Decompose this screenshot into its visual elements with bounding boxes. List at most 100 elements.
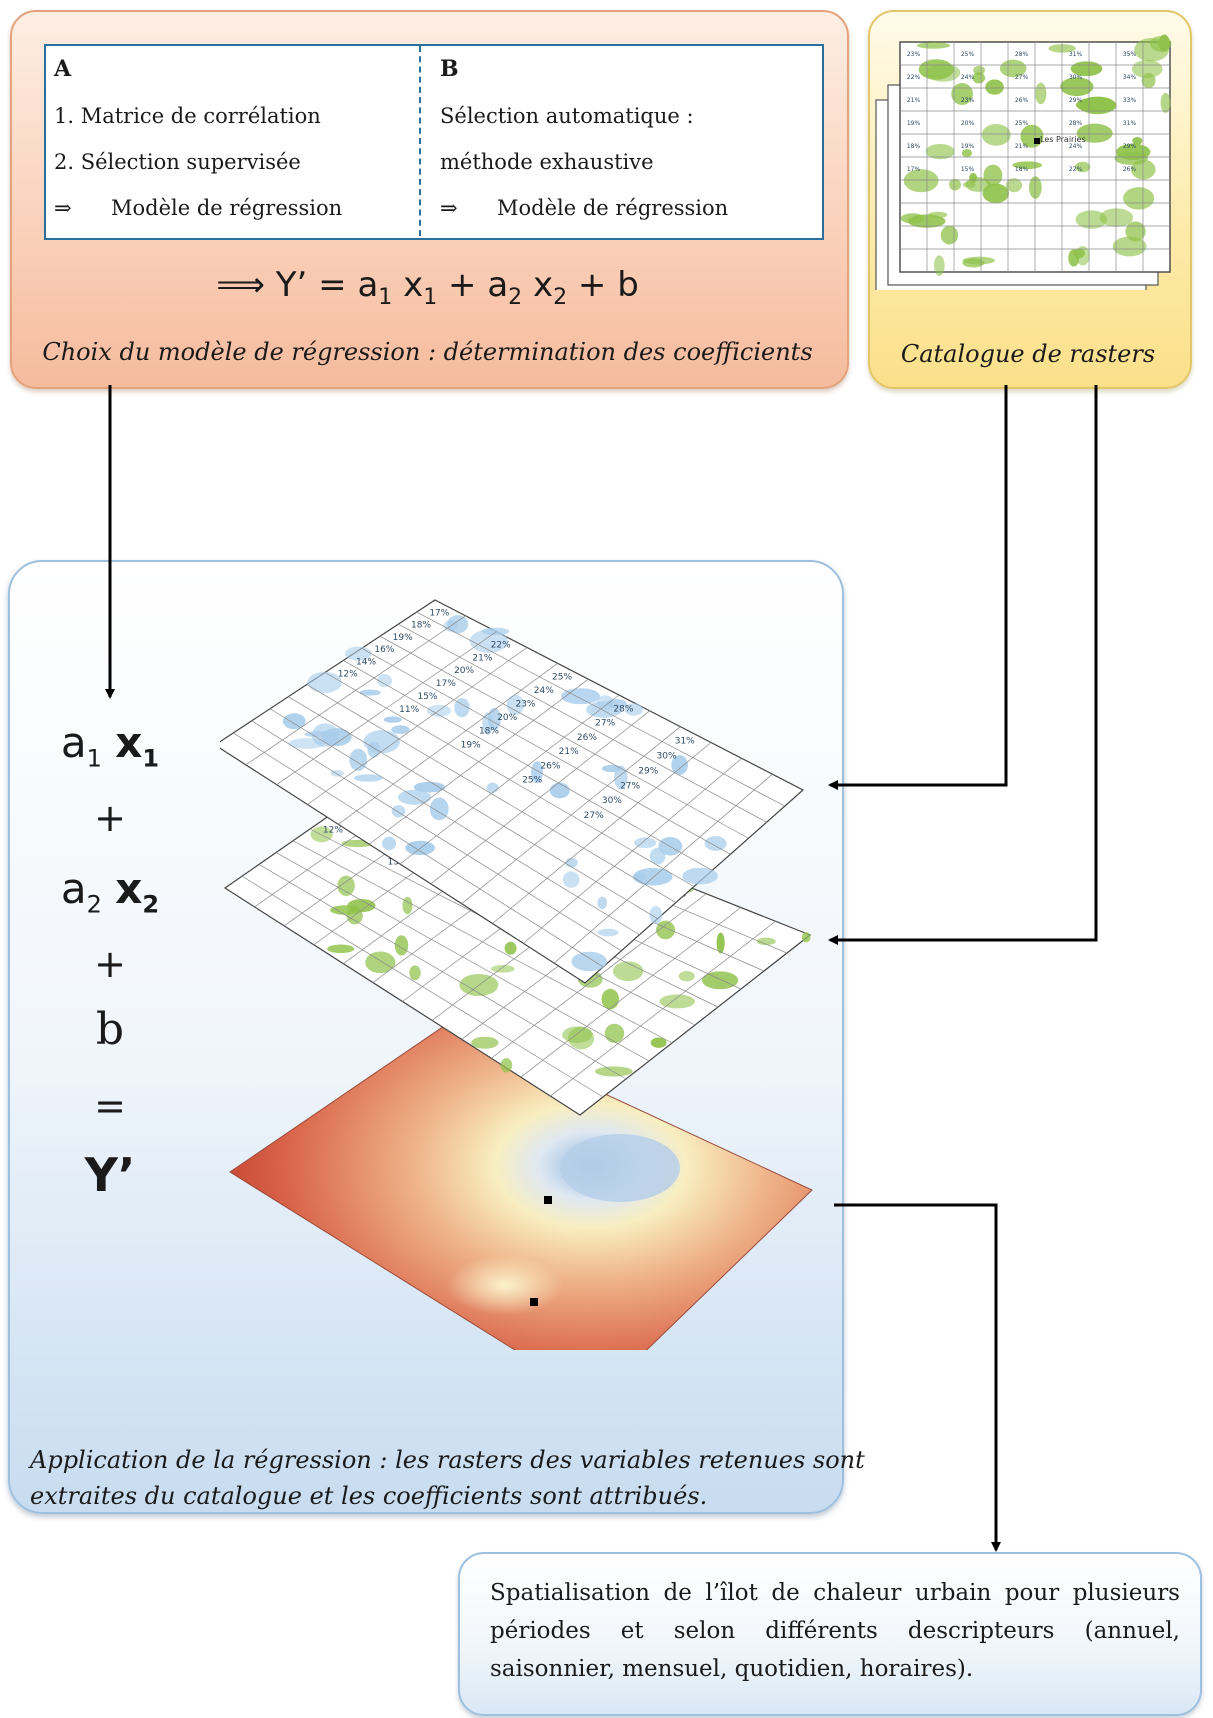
col-a-step2: 2. Sélection supervisée [54, 150, 301, 174]
raster-cell-value: 28% [613, 704, 633, 714]
raster-cell-value: 24% [961, 74, 975, 81]
land-cover-patch [1160, 92, 1171, 113]
land-cover-patch [562, 1026, 593, 1044]
raster-cell-value: 20% [497, 713, 517, 723]
col-a-heading: A [54, 56, 72, 82]
grid-line [361, 648, 731, 855]
raster-cell-value: 28% [1015, 51, 1029, 58]
raster-cell-value: 30% [1069, 74, 1083, 81]
grid-line [258, 864, 627, 1080]
eq-coef: a [60, 864, 87, 913]
raster-cell-value: 26% [540, 761, 560, 771]
raster-cell-value: 15% [417, 692, 437, 702]
raster-cell-value: 11% [399, 705, 419, 715]
land-cover-patch [951, 83, 973, 105]
raster-cell-value: 33% [1123, 97, 1137, 104]
land-cover-patch [500, 1058, 513, 1073]
raster-cell-value: 24% [534, 686, 554, 696]
raster-cell-value: 25% [961, 51, 975, 58]
land-cover-patch [1075, 210, 1108, 229]
raster-cell-value: 16% [374, 645, 394, 655]
land-cover-patch [394, 935, 409, 956]
col-a-step1: 1. Matrice de corrélation [54, 104, 321, 128]
raster-cell-value: 27% [595, 719, 615, 729]
eq-sub: 1 [86, 744, 102, 773]
station-marker [1034, 138, 1040, 144]
raster-cell-value: 31% [1123, 120, 1137, 127]
raster-cell-value: 14% [356, 657, 376, 667]
result-panel [458, 1552, 1202, 1716]
land-cover-patch [612, 961, 644, 982]
land-cover-patch [1074, 161, 1091, 173]
raster-layer-x1: 17%22%25%28%31%18%21%24%27%30%19%20%23%2… [220, 599, 805, 984]
land-cover-patch [490, 964, 515, 973]
raster-cell-value: 27% [620, 781, 640, 791]
method-box [44, 44, 824, 240]
land-cover-patch [999, 59, 1027, 78]
application-caption-2: extraites du catalogue et les coefficien… [30, 1482, 708, 1510]
raster-cell-value: 18% [411, 621, 431, 631]
land-cover-patch [310, 826, 333, 843]
grid-line [233, 732, 604, 968]
land-cover-patch [659, 994, 696, 1009]
formula-text: Y’ = a [275, 265, 379, 305]
catalog-caption: Catalogue de rasters [900, 340, 1156, 368]
raster-cell-value: 12% [338, 670, 358, 680]
land-cover-patch [307, 671, 342, 694]
land-cover-patch [365, 951, 396, 974]
land-cover-patch [928, 211, 948, 219]
land-cover-patch [282, 713, 306, 730]
raster-cell-value: 18% [907, 143, 921, 150]
raster-cell-value: 25% [522, 776, 542, 786]
col-a-arrow: ⇒ [54, 196, 72, 220]
land-cover-patch [377, 674, 393, 688]
land-cover-patch [1005, 178, 1023, 193]
raster-cell-value: 22% [907, 74, 921, 81]
land-cover-patch [903, 169, 939, 193]
raster-cell-value: 25% [1015, 120, 1029, 127]
raster-cell-value: 27% [584, 811, 604, 821]
col-a-result: Modèle de régression [111, 196, 343, 220]
land-cover-patch [973, 65, 985, 76]
grid-line [398, 623, 767, 823]
land-cover-patch [413, 781, 446, 793]
col-b-line2: méthode exhaustive [440, 150, 654, 174]
raster-cell-value: 26% [1015, 97, 1029, 104]
formula-sub: 1 [423, 284, 438, 310]
land-cover-patch [801, 932, 811, 943]
raster-cell-value: 21% [559, 747, 579, 757]
formula-text: + a [437, 265, 509, 305]
regression-formula: ⟹ Y’ = a1 x1 + a2 x2 + b [10, 265, 845, 310]
land-cover-patch [982, 183, 1009, 204]
arrow-catalog-to-layer-x1 [828, 385, 1008, 790]
land-cover-patch [562, 871, 580, 888]
land-cover-patch [934, 255, 945, 277]
raster-cell-value: 19% [961, 143, 975, 150]
land-cover-patch [1125, 221, 1146, 242]
raster-layers-stack: 18%20%21%24%26%17%16%19%21%28%14%15%17%2… [220, 599, 813, 1350]
land-cover-patch [926, 63, 961, 82]
land-cover-patch [650, 1037, 667, 1048]
grid-line [306, 684, 677, 903]
term-b: b [95, 1004, 125, 1055]
land-cover-patch [337, 875, 355, 896]
formula-text: x [522, 265, 554, 305]
land-cover-patch [682, 867, 719, 885]
raster-cell-value: 12% [323, 825, 343, 835]
model-caption: Choix du modèle de régression : détermin… [42, 338, 813, 366]
raster-cell-value: 19% [461, 740, 481, 750]
raster-cell-value: 30% [602, 796, 622, 806]
grid-line [416, 611, 785, 807]
land-cover-patch [327, 944, 355, 954]
raster-cell-value: 23% [961, 97, 975, 104]
land-cover-patch [601, 988, 620, 1010]
raster-cell-value: 30% [657, 751, 677, 761]
land-cover-patch [429, 797, 449, 821]
land-cover-patch [678, 970, 695, 982]
formula-text: x [392, 265, 424, 305]
land-cover-patch [347, 899, 376, 913]
eq-sub: 1 [142, 744, 160, 773]
raster-cell-value: 31% [1069, 51, 1083, 58]
land-cover-patch [597, 896, 608, 910]
land-cover-patch [383, 716, 402, 723]
